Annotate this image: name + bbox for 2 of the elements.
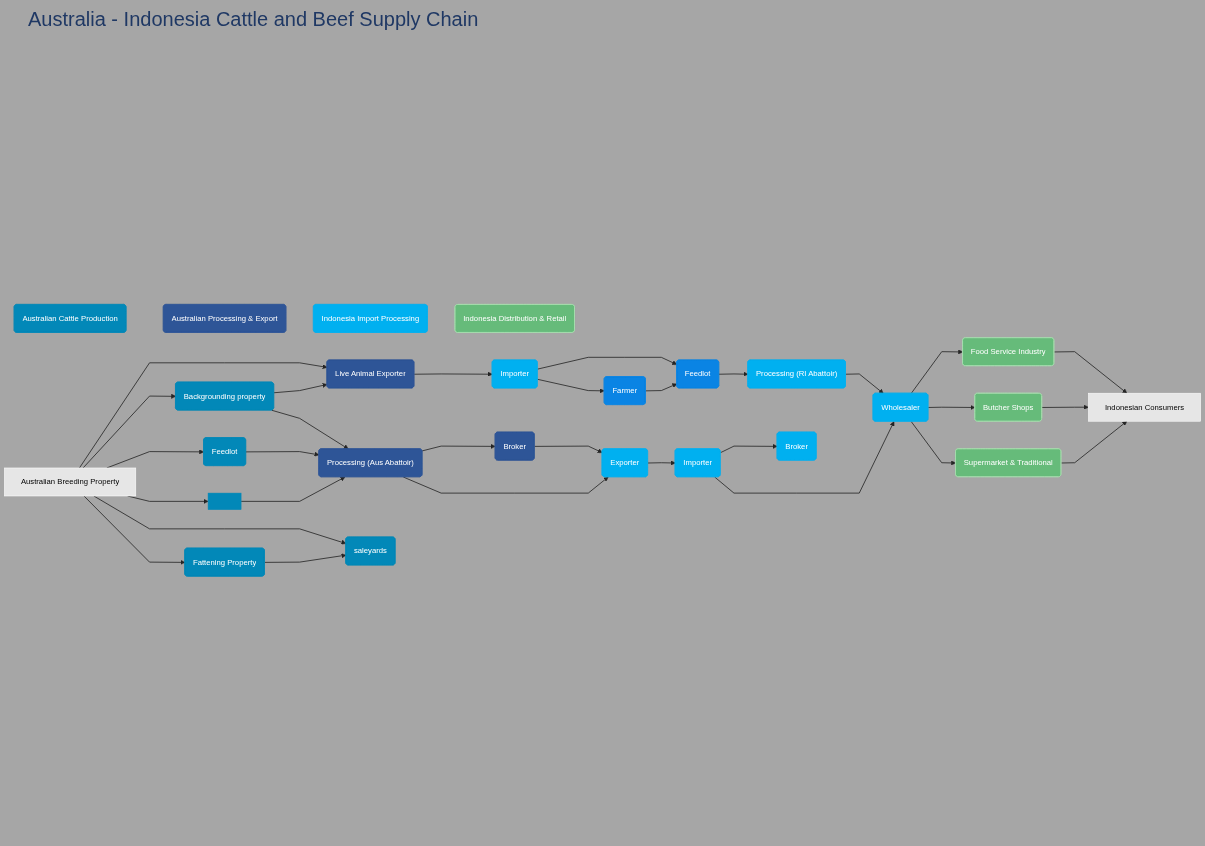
diagram-title: Australia - Indonesia Cattle and Beef Supply Chain <box>28 8 479 31</box>
node-box <box>207 492 242 510</box>
